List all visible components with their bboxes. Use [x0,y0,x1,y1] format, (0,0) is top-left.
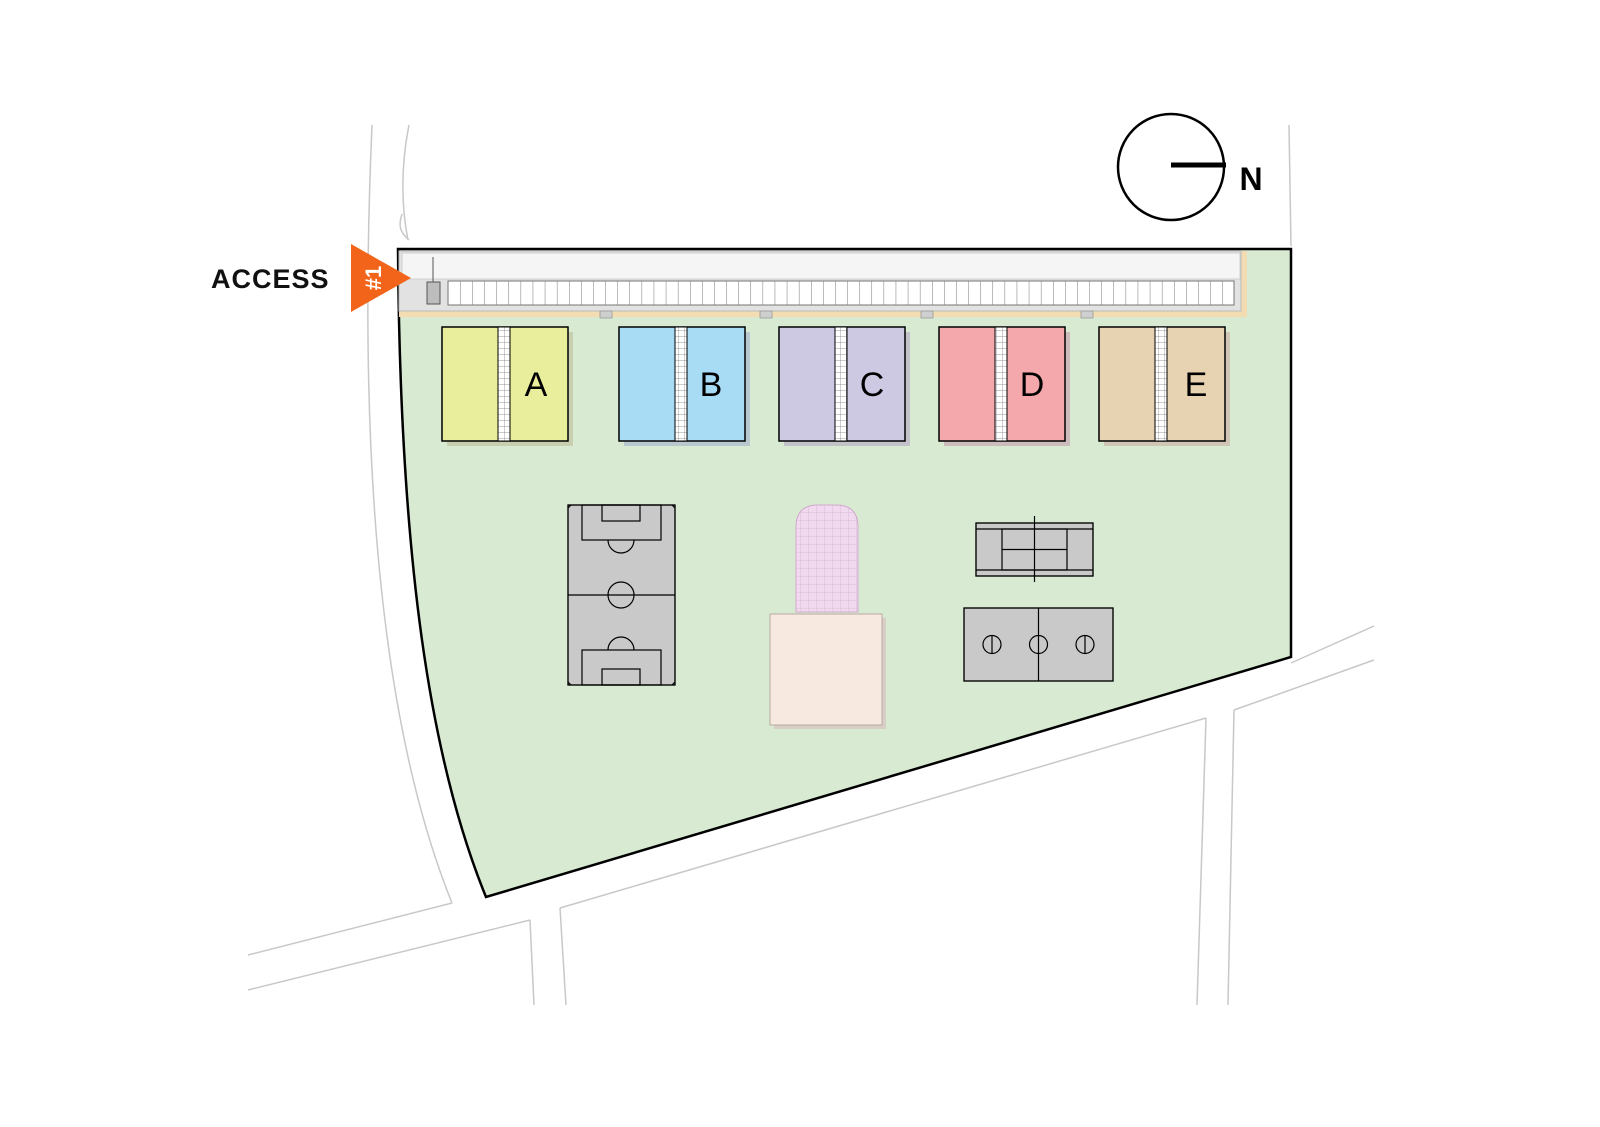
tennis-court [975,516,1094,582]
building-e-label: E [1185,366,1208,404]
building-d: D [938,326,1070,446]
football-pitch [567,504,676,686]
building-a-label: A [525,366,548,404]
parking-stalls [447,280,1235,306]
building-d-label: D [1020,366,1045,404]
access-label: ACCESS [211,264,330,294]
gate-booth [426,281,441,305]
street-lines [247,124,1375,1006]
building-a: A [441,326,573,446]
parking-lot [398,250,1247,319]
building-c: C [778,326,910,446]
plaza [769,613,883,726]
basketball-court [963,607,1114,682]
building-b-label: B [700,366,723,404]
north-label: N [1239,161,1262,197]
access-marker: ACCESS #1 [211,244,411,312]
access-number: #1 [361,266,386,290]
building-e: E [1098,326,1230,446]
compass-icon: N [1116,112,1263,222]
access-arrow-icon [351,244,411,312]
building-c-label: C [860,366,885,404]
building-b: B [618,326,750,446]
track-and-plaza [769,504,886,729]
